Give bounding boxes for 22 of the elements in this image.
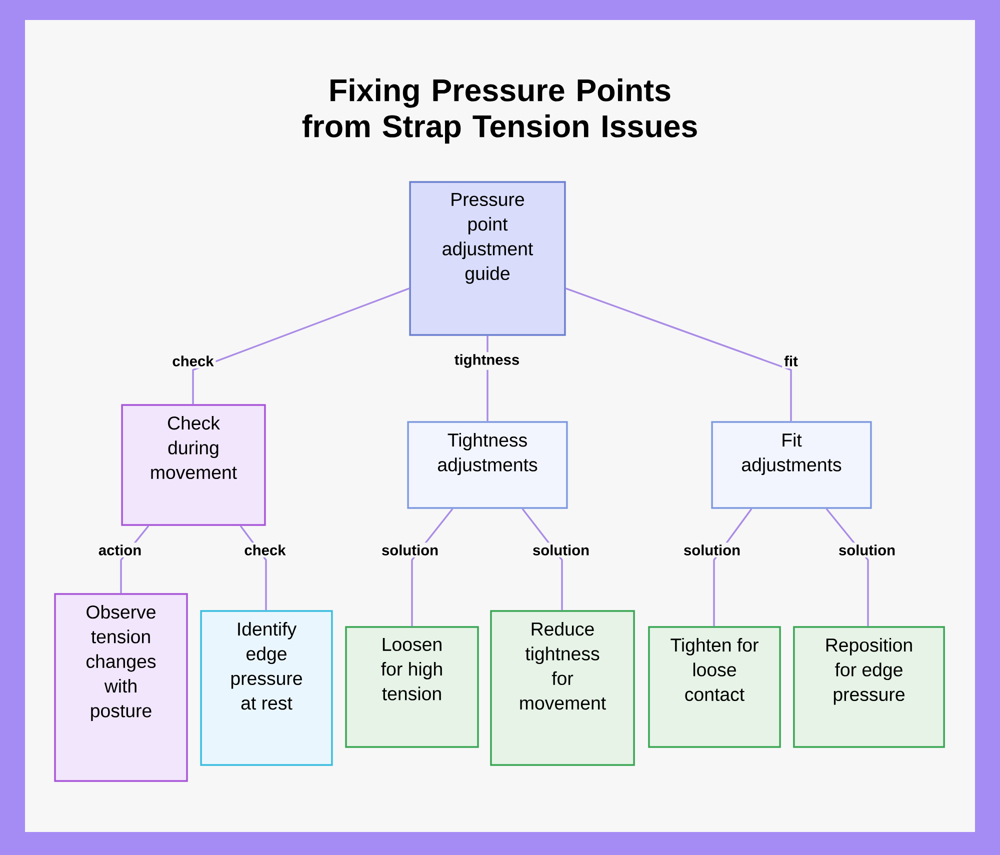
edge-label: tightness xyxy=(452,352,522,370)
process-box: Tightness adjustments xyxy=(407,421,568,509)
connector-line xyxy=(566,288,792,422)
process-box: Check during movement xyxy=(121,404,266,526)
edge-label: fit xyxy=(782,354,800,368)
connector-line xyxy=(192,288,410,404)
process-box: Tighten for loose contact xyxy=(648,626,781,748)
edge-label: solution xyxy=(682,542,743,558)
process-box: Reduce tightness for movement xyxy=(490,610,635,766)
process-box: Identify edge pressure at rest xyxy=(200,610,333,766)
process-box: Loosen for high tension xyxy=(345,626,479,748)
edge-label: solution xyxy=(836,542,898,558)
edge-label: solution xyxy=(530,542,592,558)
title: Fixing Pressure Points from Strap Tension Issues xyxy=(302,78,697,144)
process-box: Reposition for edge pressure xyxy=(793,626,945,748)
edge-label: solution xyxy=(380,542,441,558)
edge-label: check xyxy=(242,542,288,558)
edge-label: check xyxy=(170,354,216,368)
process-box: Pressure point adjustment guide xyxy=(409,181,566,336)
process-box: Observe tension changes with posture xyxy=(54,593,188,782)
edge-label: action xyxy=(96,542,144,558)
process-box: Fit adjustments xyxy=(711,421,872,509)
